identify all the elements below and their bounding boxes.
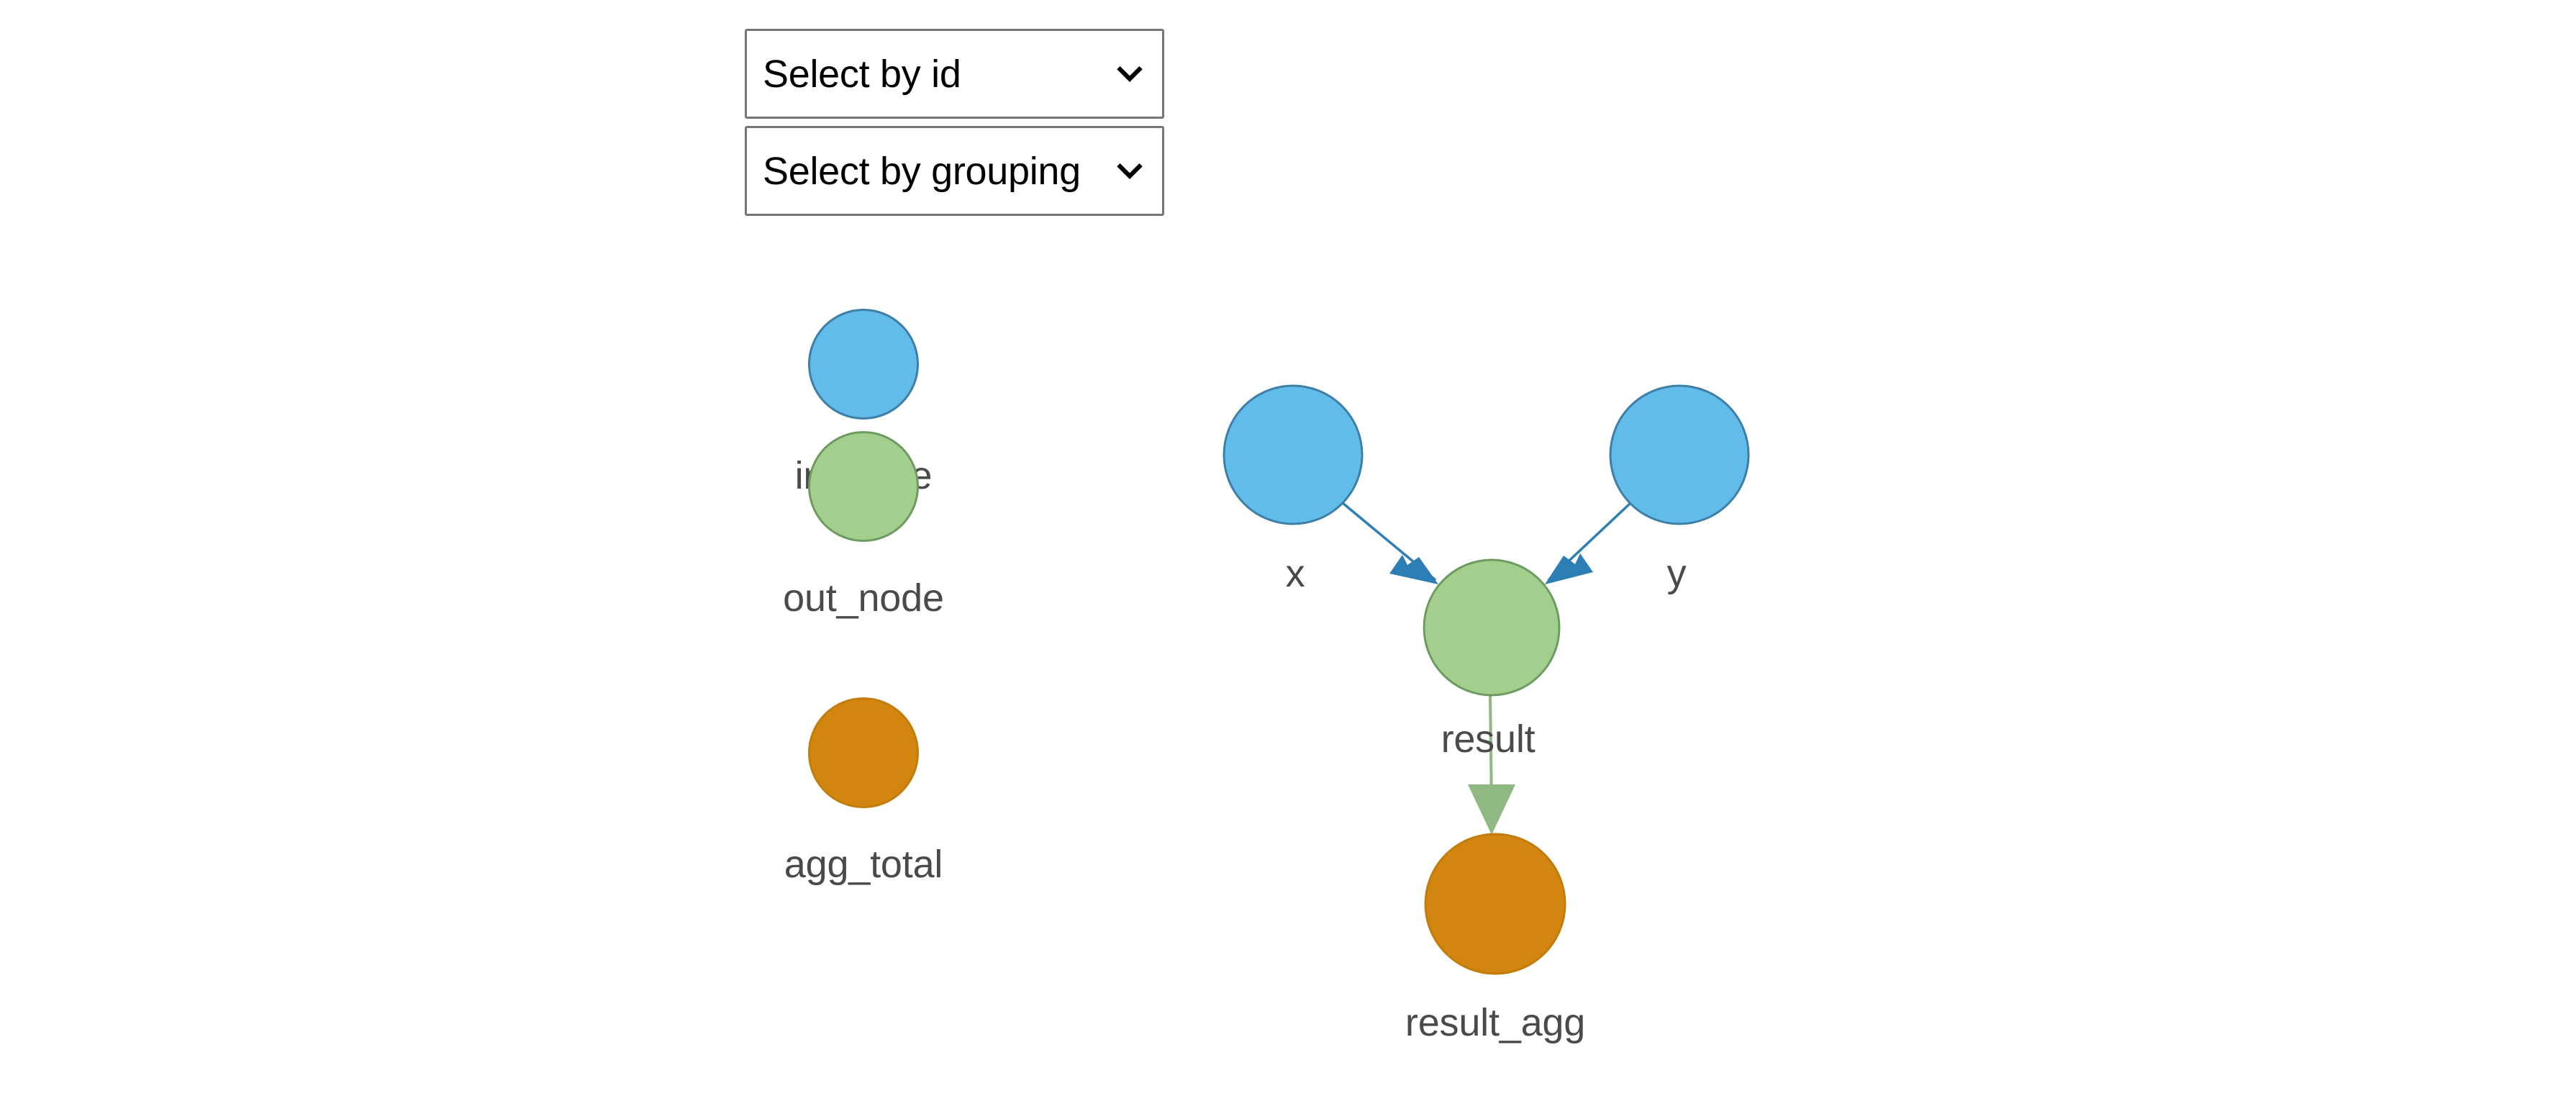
legend-label-out-node: out_node (783, 576, 944, 620)
legend-swatch-in-node[interactable] (808, 309, 919, 420)
select-by-grouping-wrapper: Select by grouping (745, 126, 1164, 216)
chevron-down-icon[interactable] (1113, 155, 1146, 188)
graph-node-result[interactable] (1423, 558, 1561, 697)
graph-node-label-x: x (1285, 552, 1305, 595)
select-by-id[interactable]: Select by id (745, 29, 1164, 119)
edge-x-to-result[interactable] (1341, 502, 1438, 584)
controls-panel: Select by id Select by grouping (745, 29, 1176, 223)
edge-result-to-result-agg[interactable] (1468, 694, 1515, 835)
select-by-grouping-value: Select by grouping (763, 149, 1081, 193)
arrowhead-icon (1389, 555, 1438, 584)
graph-node-y[interactable] (1609, 384, 1750, 525)
arrowhead-icon (1545, 553, 1593, 584)
select-by-grouping[interactable]: Select by grouping (745, 126, 1164, 216)
legend-swatch-agg-total[interactable] (808, 697, 919, 808)
select-by-id-value: Select by id (763, 52, 961, 96)
legend-swatch-out-node[interactable] (808, 431, 919, 542)
graph-node-result-agg[interactable] (1424, 833, 1566, 975)
select-by-id-wrapper: Select by id (745, 29, 1164, 119)
arrowhead-icon (1468, 784, 1515, 835)
chevron-down-icon[interactable] (1113, 58, 1146, 91)
legend-label-agg-total: agg_total (784, 843, 943, 886)
graph-edge-label-result: result (1441, 718, 1536, 761)
graph-node-x[interactable] (1223, 384, 1364, 525)
graph-node-label-result-agg: result_agg (1405, 1001, 1586, 1044)
edge-y-to-result[interactable] (1545, 502, 1632, 584)
graph-node-label-y: y (1666, 552, 1687, 595)
